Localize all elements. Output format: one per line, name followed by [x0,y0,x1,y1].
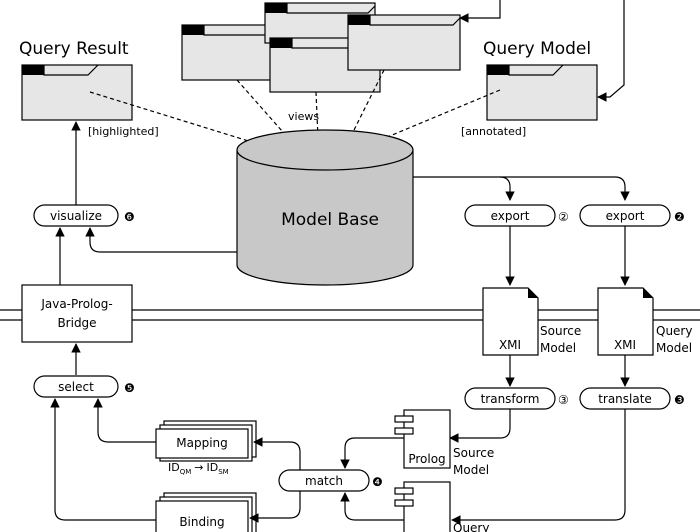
java-prolog-bridge [21,284,133,343]
arrow-prolog-to-match [340,437,404,469]
select-step: ❺ [124,381,135,395]
query-model-label-2: Model [656,341,692,355]
diagram-window-4 [347,14,461,71]
translate-label: translate [598,392,652,406]
source-model-label-2: Model [540,341,576,355]
prolog-source-label-2: Model [453,463,489,477]
prolog-component [394,409,451,469]
views-label: views [288,110,319,123]
select-label: select [58,380,94,394]
xmi-label-2: XMI [614,338,636,352]
mapping-box [155,420,257,462]
id-mapping-label: IDQM→IDSM [168,461,229,476]
visualize-step: ❻ [124,210,135,224]
model-base-label: Model Base [281,210,379,230]
dash-query-result [89,91,256,144]
query-result-title: Query Result [19,39,129,59]
query-model-window [486,64,598,121]
annotated-label: [annotated] [461,125,526,138]
export-step-2: ❷ [674,210,685,224]
xmi-label-1: XMI [499,338,521,352]
arrow-modelbase-to-visualize [85,227,237,253]
xmi-document-query [597,287,654,356]
bridge-label-1: Java-Prolog- [40,297,112,311]
binding-box [155,492,257,532]
export-step-1: ② [558,210,569,224]
prolog-label: Prolog [408,452,445,466]
arrow-binding-to-select [50,398,156,521]
source-model-label-1: Source [540,324,581,338]
arrow-to-export2 [500,176,630,201]
transform-step: ③ [558,393,569,407]
prolog-source-label-1: Source [453,446,494,460]
export-label-1: export [491,209,530,223]
mapping-label: Mapping [176,436,228,450]
binding-label: Binding [179,515,224,529]
arrow-match-to-binding [249,491,301,523]
svg-text:IDQM→IDSM: IDQM→IDSM [168,461,229,476]
arrow-query-to-match [340,492,404,521]
highlighted-label: [highlighted] [88,125,159,138]
query-model-title: Query Model [483,39,591,59]
match-action [278,469,370,492]
arrow-mapping-to-select [93,398,156,443]
translate-step: ❸ [674,393,685,407]
export-label-2: export [606,209,645,223]
transform-label: transform [481,392,540,406]
select-action [33,375,119,398]
bridge-label-2: Bridge [57,316,96,330]
query-cut-label: Query [453,521,489,532]
query-result-window [21,64,133,121]
model-base-database: Model Base [236,129,414,286]
feedback-arrow-2 [597,0,625,102]
feedback-arrow-1 [459,0,501,23]
arrow-to-export1 [413,176,515,201]
match-label: match [305,474,343,488]
xmi-document-source [482,287,539,356]
arrow-match-to-mapping [253,437,301,470]
match-step: ❹ [372,475,383,489]
visualize-label: visualize [50,209,102,223]
query-model-label-1: Query [656,324,692,338]
query-component [394,481,451,532]
